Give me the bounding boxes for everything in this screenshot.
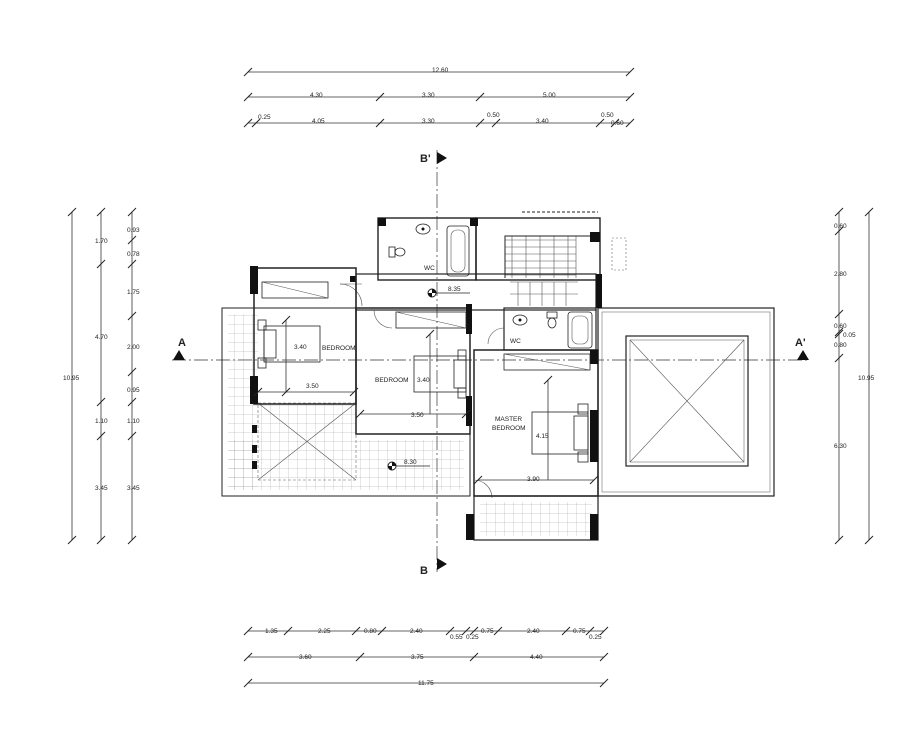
dim-right-col-5: 6.30 (834, 443, 847, 450)
section-marker-b-top: B' (420, 153, 431, 165)
dim-bottom-row1-0: 1.35 (265, 628, 278, 635)
dim-bottom-row1-7: 2.40 (527, 628, 540, 635)
bedroom-1-label: BEDROOM (322, 345, 356, 352)
dim-bottom-row1-8: 0.75 (573, 628, 586, 635)
master-balcony (466, 495, 599, 541)
dim-top-row3-5: 0.50 (601, 112, 614, 119)
dim-left-total: 10.95 (63, 375, 80, 382)
dim-top-row2-1: 3.30 (422, 92, 435, 99)
wc-label-upper: WC (424, 265, 435, 272)
dim-left-col2-0: 1.70 (95, 238, 108, 245)
dim-right-col-3: 0.05 (843, 332, 856, 339)
bedroom-2-height: 3.40 (417, 377, 430, 384)
dim-left-col2-1: 4.70 (95, 334, 108, 341)
top-dimension-chains: 12.60 4.30 3.30 5.00 0.25 4.05 3.30 0.50… (243, 67, 635, 128)
section-marker-a-left: A (178, 337, 186, 349)
bedroom-1 (250, 266, 359, 405)
master-bedroom-label-1: MASTER (495, 416, 522, 423)
bedroom-1-height: 3.40 (294, 344, 307, 351)
dim-left-col3-4: 0.95 (127, 387, 140, 394)
dim-left-col3-6: 3.45 (127, 485, 140, 492)
dim-top-row3-3: 0.50 (487, 112, 500, 119)
dim-top-total: 12.60 (432, 67, 449, 74)
lower-wc (487, 307, 597, 351)
bedroom-1-width: 3.50 (306, 383, 319, 390)
dim-left-col3-2: 1.75 (127, 289, 140, 296)
left-terrace (221, 307, 471, 497)
dim-top-row2-0: 4.30 (310, 92, 323, 99)
dim-bottom-row1-2: 0.80 (364, 628, 377, 635)
dim-right-col-4: 0.80 (834, 342, 847, 349)
upper-block (377, 211, 627, 281)
dim-bottom-row1-1: 2.25 (318, 628, 331, 635)
level-hall: 8.35 (448, 286, 461, 293)
corridor (339, 273, 602, 329)
bottom-dimension-chains: 1.35 2.25 0.80 2.40 0.55 0.25 0.75 2.40 … (243, 626, 609, 688)
master-bedroom-label-2: BEDROOM (492, 425, 526, 432)
level-terrace: 8.30 (404, 459, 417, 466)
dim-bottom-row1-4: 0.55 (450, 634, 463, 641)
dim-bottom-row2-2: 4.40 (530, 654, 543, 661)
dim-bottom-row1-6: 0.75 (481, 628, 494, 635)
bedroom-2-label: BEDROOM (375, 377, 409, 384)
wc-label-lower: WC (510, 338, 521, 345)
dim-bottom-row2-0: 3.60 (299, 654, 312, 661)
dim-left-col3-3: 2.00 (127, 344, 140, 351)
master-bedroom-height: 4.15 (536, 433, 549, 440)
dim-bottom-row1-5: 0.25 (466, 634, 479, 641)
right-terrace (597, 307, 775, 497)
dim-top-row2-2: 5.00 (543, 92, 556, 99)
dim-right-total: 10.95 (858, 375, 875, 382)
master-bedroom-width: 3.90 (527, 476, 540, 483)
dim-right-col-0: 0.60 (834, 223, 847, 230)
dim-bottom-total: 11.75 (418, 680, 434, 687)
dim-right-col-1: 2.80 (834, 271, 847, 278)
bedroom-2-width: 3.50 (411, 412, 424, 419)
bedroom-2 (355, 304, 472, 435)
dim-bottom-row1-9: 0.25 (589, 634, 602, 641)
dim-left-col3-5: 1.10 (127, 418, 140, 425)
left-dimension-chains: 10.95 1.70 4.70 1.10 3.45 0.93 0.78 1.75… (63, 207, 140, 545)
dim-bottom-row2-1: 3.75 (411, 654, 424, 661)
dim-top-row3-0: 0.25 (258, 114, 271, 121)
dim-left-col2-2: 1.10 (95, 418, 108, 425)
dim-left-col3-1: 0.78 (127, 251, 140, 258)
dim-left-col3-0: 0.93 (127, 227, 140, 234)
dim-top-row3-1: 4.05 (312, 118, 325, 125)
section-marker-b-bottom: B (420, 565, 428, 577)
dim-left-col2-3: 3.45 (95, 485, 108, 492)
dim-bottom-row1-3: 2.40 (410, 628, 423, 635)
dim-top-row3-2: 3.30 (422, 118, 435, 125)
terrace-level-marker (387, 461, 430, 471)
dim-right-col-2: 0.60 (834, 323, 847, 330)
right-dimension-chains: 0.60 2.80 0.60 0.05 0.80 6.30 10.95 (834, 207, 875, 545)
section-lines (172, 150, 810, 572)
dim-top-row3-4: 3.40 (536, 118, 549, 125)
section-marker-a-right: A' (795, 337, 806, 349)
dim-top-row3-6: 0.60 (611, 120, 624, 127)
